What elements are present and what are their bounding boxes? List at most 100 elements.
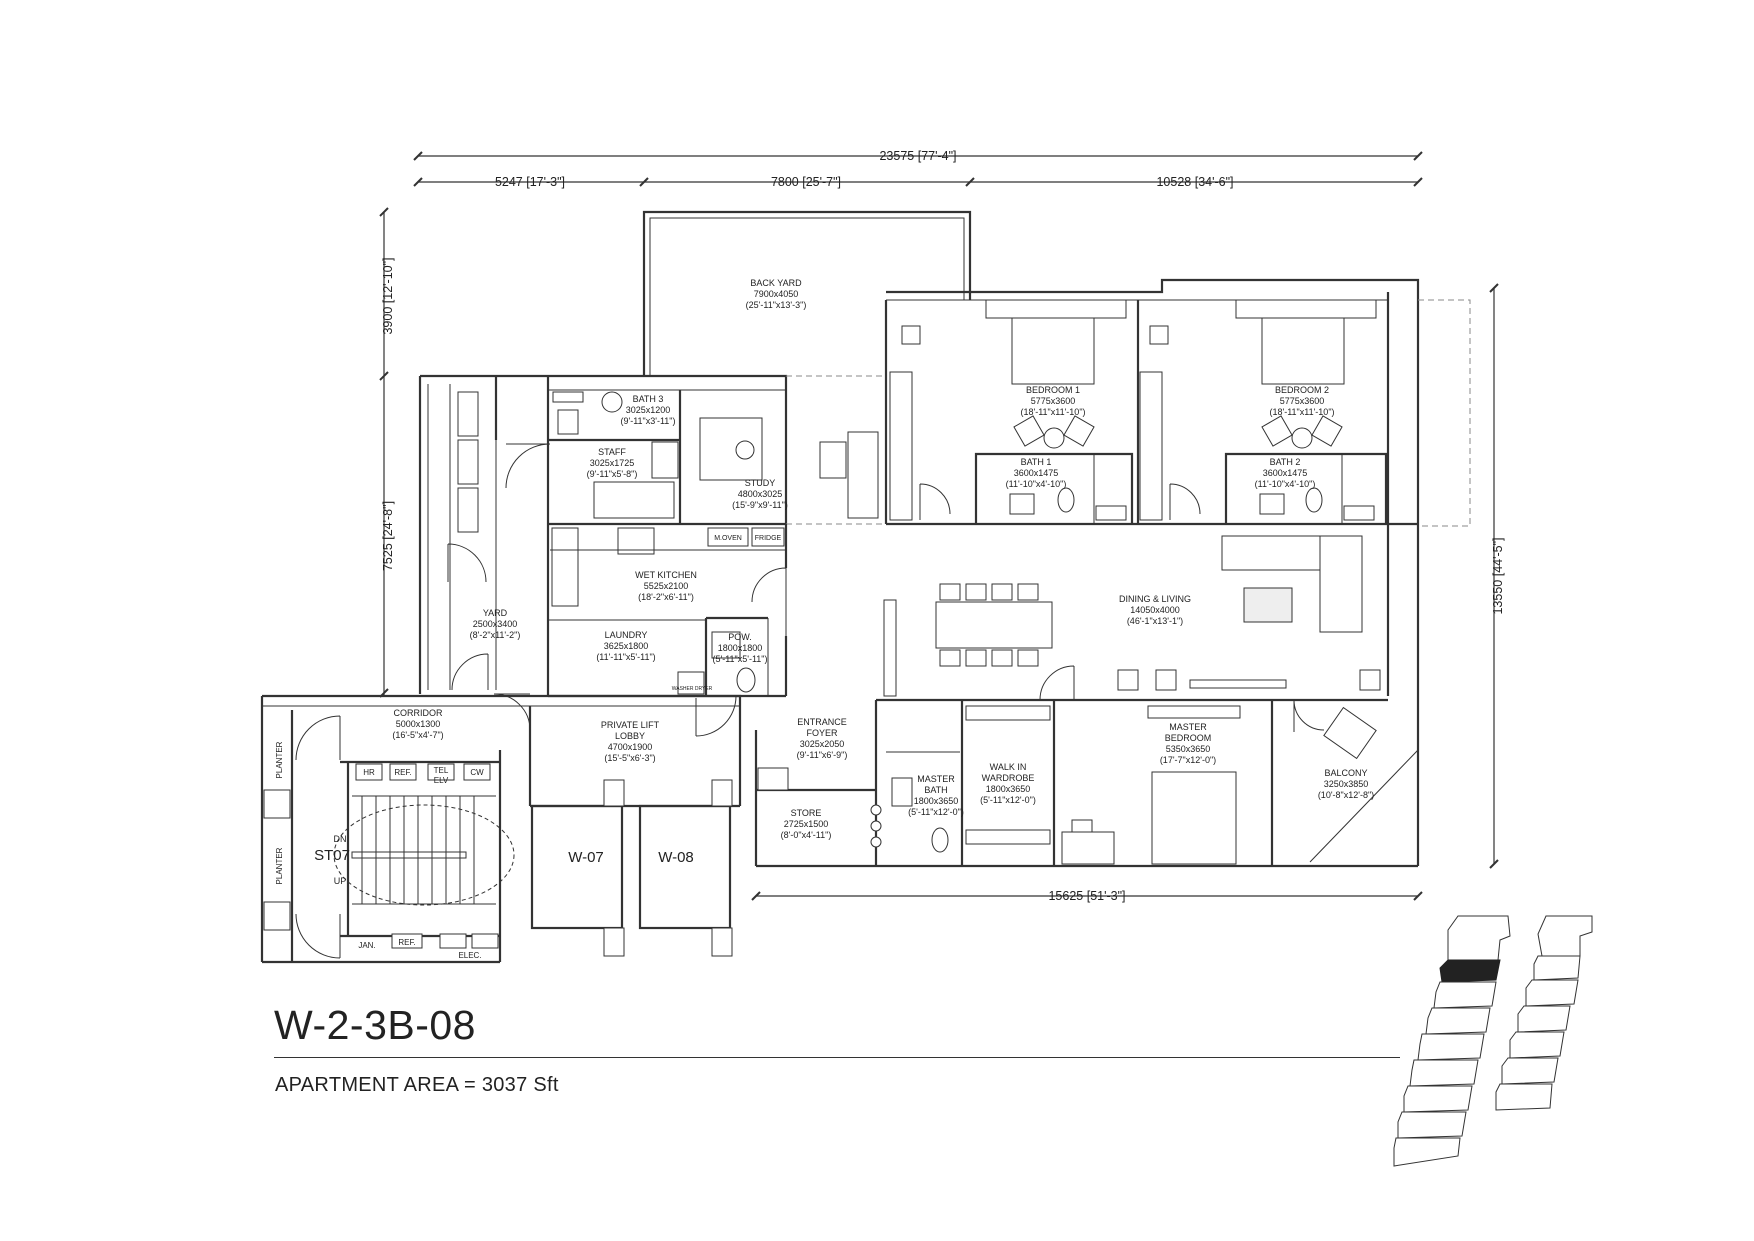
room-bath3-name: BATH 3 bbox=[633, 394, 664, 404]
label-planter-2: PLANTER bbox=[275, 847, 284, 884]
room-yard-name: YARD bbox=[483, 608, 508, 618]
label-oven: M.OVEN bbox=[714, 535, 742, 542]
dim-left-upper: 3900 [12'-10"] bbox=[381, 257, 395, 334]
room-balcony-size: 3250x3850 bbox=[1324, 779, 1369, 789]
room-store-imperial: (8'-0"x4'-11") bbox=[781, 830, 832, 840]
unit-code: W-2-3B-08 bbox=[274, 1002, 476, 1048]
room-foyer-size: 3025x2050 bbox=[800, 739, 845, 749]
room-staff-imperial: (9'-11"x5'-8") bbox=[587, 469, 638, 479]
room-liftlobby-name: PRIVATE LIFT bbox=[601, 720, 660, 730]
room-pow-name: POW. bbox=[728, 632, 752, 642]
room-bath3-size: 3025x1200 bbox=[626, 405, 671, 415]
room-wardrobe-imperial: (5'-11"x12'-0") bbox=[980, 795, 1036, 805]
dim-total-width: 23575 [77'-4"] bbox=[879, 149, 956, 163]
room-wardrobe-size: 1800x3650 bbox=[986, 784, 1031, 794]
room-masterbath-name2: BATH bbox=[924, 785, 947, 795]
label-lift-w08: W-08 bbox=[658, 849, 694, 866]
room-store-name: STORE bbox=[791, 808, 822, 818]
room-bedroom1-name: BEDROOM 1 bbox=[1026, 385, 1080, 395]
room-balcony-name: BALCONY bbox=[1324, 768, 1367, 778]
room-yard-size: 2500x3400 bbox=[473, 619, 518, 629]
label-ref2: REF. bbox=[398, 938, 415, 947]
label-ref: REF. bbox=[394, 768, 411, 777]
room-foyer-imperial: (9'-11"x6'-9") bbox=[797, 750, 848, 760]
room-backyard-name: BACK YARD bbox=[750, 278, 802, 288]
room-masterbath-name: MASTER bbox=[917, 774, 955, 784]
room-foyer-name: ENTRANCE bbox=[797, 717, 847, 727]
room-bedroom2-name: BEDROOM 2 bbox=[1275, 385, 1329, 395]
room-bath2-size: 3600x1475 bbox=[1263, 468, 1308, 478]
room-foyer-name2: FOYER bbox=[806, 728, 838, 738]
dim-seg-2: 7800 [25'-7"] bbox=[771, 175, 841, 189]
room-study-name: STUDY bbox=[745, 478, 776, 488]
dimension-lines: 23575 [77'-4"] 5247 [17'-3"] 7800 [25'-7… bbox=[379, 149, 1505, 903]
label-hr: HR bbox=[363, 768, 375, 777]
label-jan: JAN. bbox=[358, 941, 375, 950]
room-masterbed-imperial: (17'-7"x12'-0") bbox=[1160, 755, 1216, 765]
room-dining-name: DINING & LIVING bbox=[1119, 594, 1191, 604]
room-masterbath-size: 1800x3650 bbox=[914, 796, 959, 806]
room-yard-imperial: (8'-2"x11'-2") bbox=[470, 630, 521, 640]
label-cw: CW bbox=[470, 768, 484, 777]
room-liftlobby-name2: LOBBY bbox=[615, 731, 645, 741]
room-laundry-imperial: (11'-11"x5'-11") bbox=[596, 652, 655, 662]
room-bedroom1-size: 5775x3600 bbox=[1031, 396, 1076, 406]
doors bbox=[295, 443, 1325, 959]
label-tel: TEL bbox=[434, 766, 449, 775]
room-bath2-name: BATH 2 bbox=[1270, 457, 1301, 467]
label-elec: ELEC. bbox=[458, 951, 481, 960]
dim-bottom: 15625 [51'-3"] bbox=[1048, 889, 1125, 903]
room-wetkitchen-name: WET KITCHEN bbox=[635, 570, 697, 580]
room-pow-imperial: (5'-11"x5'-11") bbox=[712, 654, 767, 664]
dim-right-total: 13550 [44'-5"] bbox=[1491, 537, 1505, 614]
apartment-area: APARTMENT AREA = 3037 Sft bbox=[275, 1074, 559, 1096]
room-masterbath-imperial: (5'-11"x12'-0") bbox=[908, 807, 964, 817]
room-corridor-size: 5000x1300 bbox=[396, 719, 441, 729]
key-plan bbox=[1393, 915, 1593, 1167]
room-bath1-imperial: (11'-10"x4'-10") bbox=[1006, 479, 1067, 489]
dim-left-lower: 7525 [24'-8"] bbox=[381, 501, 395, 571]
title-rule bbox=[274, 1057, 1400, 1058]
room-liftlobby-imperial: (15'-5"x6'-3") bbox=[604, 753, 655, 763]
furniture bbox=[263, 299, 1381, 949]
room-dining-size: 14050x4000 bbox=[1130, 605, 1180, 615]
room-study-size: 4800x3025 bbox=[738, 489, 783, 499]
room-corridor-name: CORRIDOR bbox=[394, 708, 443, 718]
label-elv: ELV bbox=[434, 776, 449, 785]
room-masterbed-size: 5350x3650 bbox=[1166, 744, 1211, 754]
label-up: UP bbox=[334, 876, 347, 886]
dim-seg-1: 5247 [17'-3"] bbox=[495, 175, 565, 189]
room-corridor-imperial: (16'-5"x4'-7") bbox=[392, 730, 443, 740]
label-fridge: FRIDGE bbox=[755, 535, 782, 542]
dim-seg-3: 10528 [34'-6"] bbox=[1156, 175, 1233, 189]
room-bath3-imperial: (9'-11"x3'-11") bbox=[620, 416, 675, 426]
room-wetkitchen-imperial: (18'-2"x6'-11") bbox=[638, 592, 694, 602]
room-backyard-size: 7900x4050 bbox=[754, 289, 799, 299]
room-study-imperial: (15'-9"x9'-11") bbox=[732, 500, 788, 510]
room-liftlobby-size: 4700x1900 bbox=[608, 742, 653, 752]
room-staff-size: 3025x1725 bbox=[590, 458, 635, 468]
room-laundry-size: 3625x1800 bbox=[604, 641, 649, 651]
room-laundry-name: LAUNDRY bbox=[605, 630, 648, 640]
room-bedroom2-size: 5775x3600 bbox=[1280, 396, 1325, 406]
label-lift-w07: W-07 bbox=[568, 849, 604, 866]
room-labels: BACK YARD 7900x4050 (25'-11"x13'-3") BED… bbox=[392, 278, 1374, 840]
room-bedroom1-imperial: (18'-11"x11'-10") bbox=[1020, 407, 1085, 417]
label-planter-1: PLANTER bbox=[275, 741, 284, 778]
room-store-size: 2725x1500 bbox=[784, 819, 829, 829]
room-masterbed-name: MASTER bbox=[1169, 722, 1207, 732]
room-masterbed-name2: BEDROOM bbox=[1165, 733, 1212, 743]
fixture-labels: M.OVEN FRIDGE WASHER DRYER HR REF. TEL E… bbox=[275, 535, 782, 960]
room-wardrobe-name2: WARDROBE bbox=[982, 773, 1035, 783]
room-pow-size: 1800x1800 bbox=[718, 643, 763, 653]
room-balcony-imperial: (10'-8"x12'-8") bbox=[1318, 790, 1374, 800]
room-bedroom2-imperial: (18'-11"x11'-10") bbox=[1269, 407, 1334, 417]
room-dining-imperial: (46'-1"x13'-1") bbox=[1127, 616, 1183, 626]
walls bbox=[260, 210, 1471, 964]
label-dn: DN bbox=[334, 834, 347, 844]
label-washer: WASHER DRYER bbox=[672, 686, 713, 692]
room-wetkitchen-size: 5525x2100 bbox=[644, 581, 689, 591]
room-bath2-imperial: (11'-10"x4'-10") bbox=[1255, 479, 1316, 489]
room-bath1-name: BATH 1 bbox=[1021, 457, 1052, 467]
